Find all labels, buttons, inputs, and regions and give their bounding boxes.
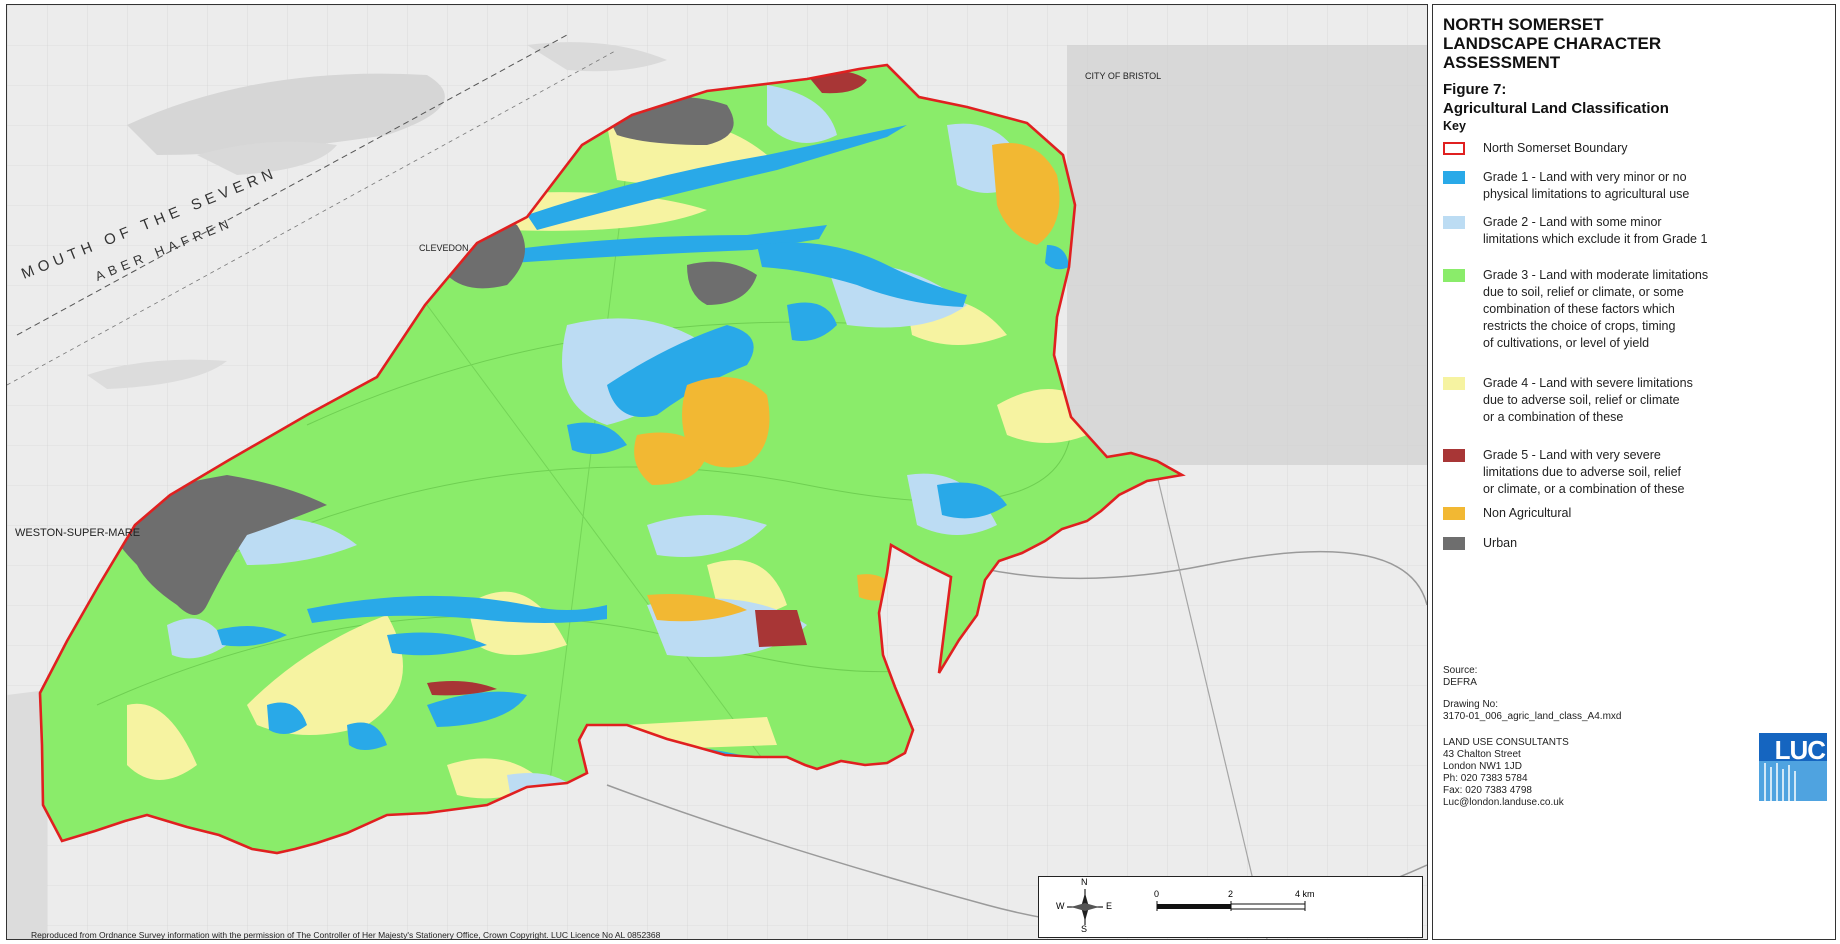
company-name: LAND USE CONSULTANTS [1443, 737, 1569, 748]
scale-tick-4: 4 km [1295, 889, 1315, 899]
land-classification-map[interactable] [7, 5, 1427, 939]
compass-n: N [1081, 877, 1088, 887]
key-text-grade-1: Grade 1 - Land with very minor or no phy… [1483, 170, 1690, 201]
grade-1-swatch [1443, 171, 1465, 184]
drawing-value: 3170-01_006_agric_land_class_A4.mxd [1443, 711, 1622, 722]
north-somerset-boundary [38, 63, 1186, 855]
compass-e: E [1106, 901, 1113, 911]
company-phone: Ph: 020 7383 5784 [1443, 773, 1528, 784]
luc-logo-stripes-icon [1759, 733, 1827, 801]
scale-tick-0: 0 [1154, 889, 1160, 899]
urban-swatch [1443, 537, 1465, 550]
drawing-label: Drawing No: [1443, 699, 1499, 710]
legend-panel: NORTH SOMERSET LANDSCAPE CHARACTER ASSES… [1432, 4, 1836, 940]
key-label: Key [1443, 119, 1466, 133]
company-street: 43 Chalton Street [1443, 749, 1521, 760]
company-fax: Fax: 020 7383 4798 [1443, 785, 1532, 796]
luc-logo: LUC [1759, 733, 1827, 801]
scale-tick-2: 2 [1228, 889, 1234, 899]
compass-w: W [1056, 901, 1065, 911]
company-city: London NW1 1JD [1443, 761, 1522, 772]
grade-5-swatch [1443, 449, 1465, 462]
map-panel[interactable]: MOUTH OF THE SEVERN ABER HAFREN CLEVEDON… [6, 4, 1428, 940]
figure-title: Agricultural Land Classification [1443, 100, 1669, 117]
legend-title-line-3: ASSESSMENT [1443, 53, 1561, 72]
key-text-grade-5: Grade 5 - Land with very severe limitati… [1483, 448, 1685, 496]
non-agricultural-swatch [1443, 507, 1465, 520]
grade-3-swatch [1443, 269, 1465, 282]
boundary-swatch [1443, 142, 1465, 155]
grade-4-swatch [1443, 377, 1465, 390]
key-text-boundary: North Somerset Boundary [1483, 141, 1628, 155]
key-text-non-agricultural: Non Agricultural [1483, 506, 1572, 520]
grade-2-swatch [1443, 216, 1465, 229]
source-label: Source: [1443, 665, 1478, 676]
compass-rose-icon [1067, 889, 1306, 925]
copyright-text: Reproduced from Ordnance Survey informat… [31, 930, 661, 940]
compass-s: S [1081, 924, 1088, 934]
source-value: DEFRA [1443, 677, 1477, 688]
legend-title-line-2: LANDSCAPE CHARACTER [1443, 34, 1662, 53]
scale-bar-box: N S W E 0 2 4 km [1038, 876, 1423, 938]
key-text-grade-4: Grade 4 - Land with severe limitations d… [1483, 376, 1693, 424]
legend-title-line-1: NORTH SOMERSET [1443, 15, 1604, 34]
key-text-urban: Urban [1483, 536, 1518, 550]
company-email[interactable]: Luc@london.landuse.co.uk [1443, 797, 1564, 808]
place-label-weston: WESTON-SUPER-MARE [15, 527, 141, 539]
key-text-grade-2: Grade 2 - Land with some minor limitatio… [1483, 215, 1708, 246]
key-text-grade-3: Grade 3 - Land with moderate limitations… [1483, 268, 1709, 350]
place-label-bristol: CITY OF BRISTOL [1085, 71, 1162, 81]
figure-label: Figure 7: [1443, 81, 1507, 98]
place-label-clevedon: CLEVEDON [419, 243, 469, 253]
luc-logo-text: LUC [1774, 735, 1826, 765]
